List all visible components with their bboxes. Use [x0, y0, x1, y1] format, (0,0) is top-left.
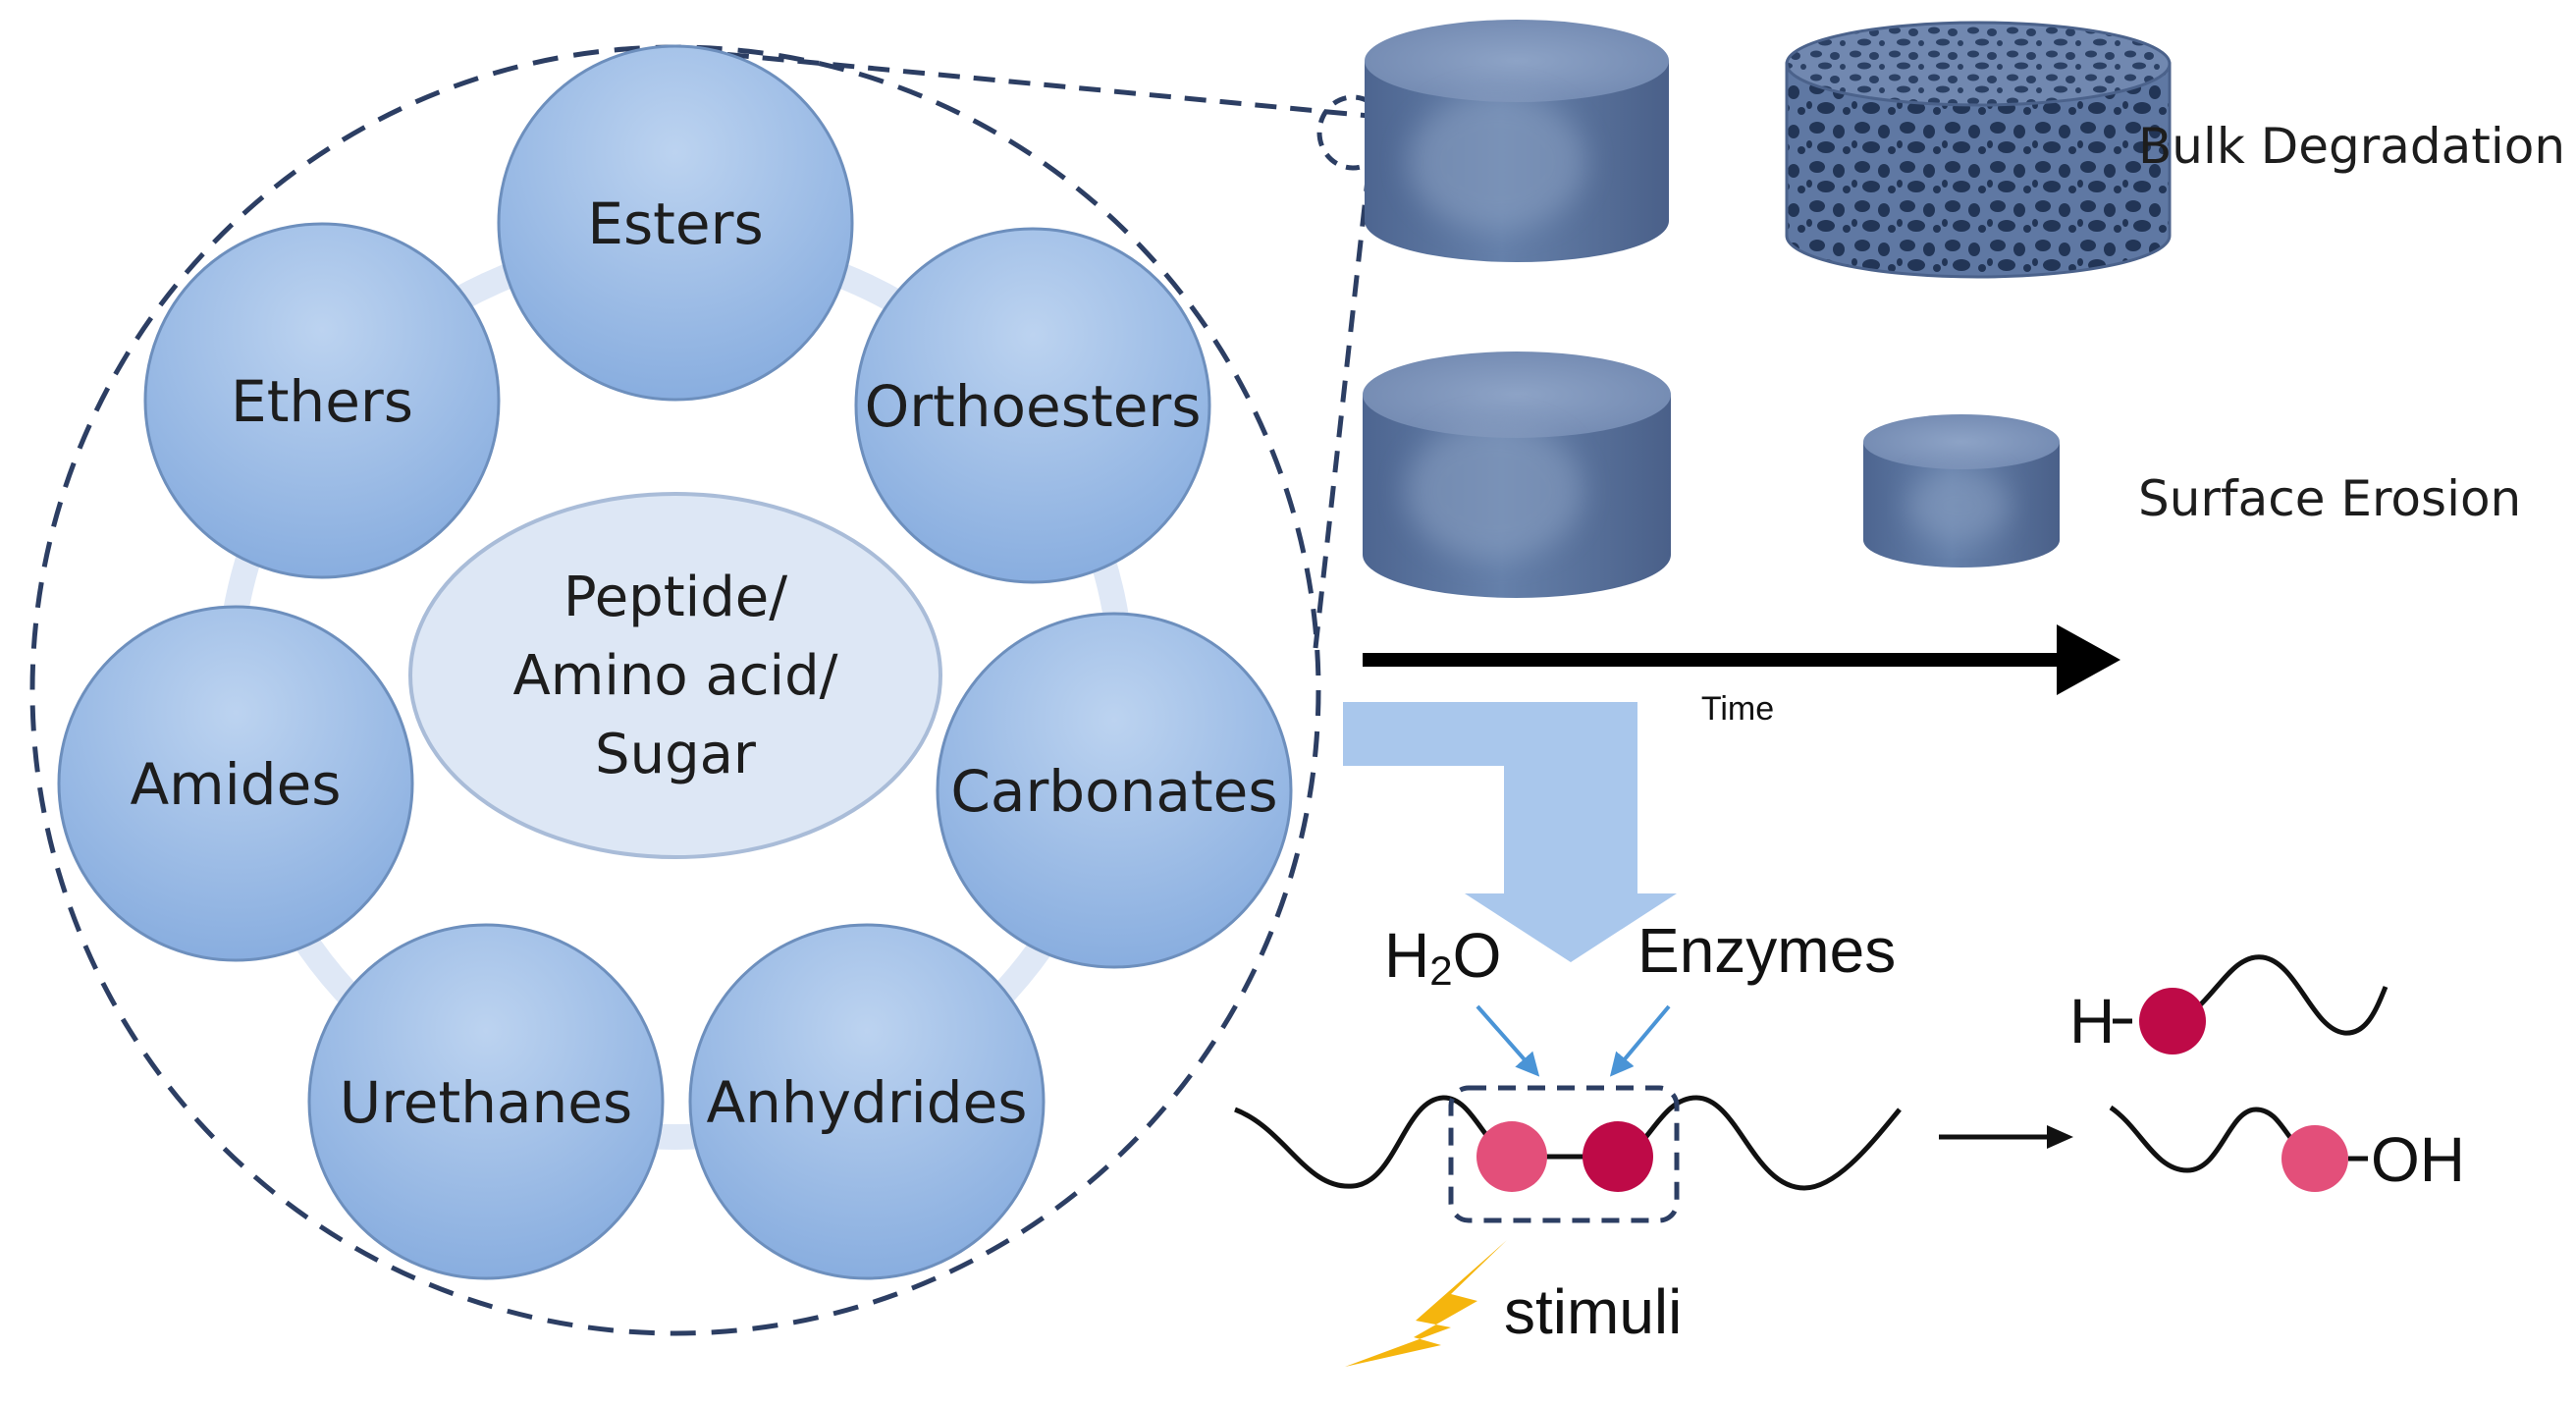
- product-1-chain: [2174, 954, 2388, 1036]
- bond-node-carbonates: Carbonates: [936, 612, 1293, 969]
- cleavage-site-box: [1448, 1085, 1680, 1223]
- surface-erosion-label: Surface Erosion: [2138, 470, 2521, 527]
- bond-node-urethanes: Urethanes: [307, 923, 665, 1280]
- product-h-label: H: [2069, 986, 2115, 1056]
- bond-label-orthoesters: Orthoesters: [865, 373, 1202, 440]
- bond-node-amides: Amides: [57, 605, 414, 962]
- time-label: Time: [1701, 690, 1774, 728]
- bond-label-amides: Amides: [130, 751, 341, 818]
- surface-eroded-cylinder: [1863, 414, 2060, 568]
- enzymes-label: Enzymes: [1637, 915, 1896, 986]
- pink-bead: [1476, 1121, 1547, 1192]
- bond-label-esters: Esters: [587, 190, 763, 257]
- degradation-modes-panel: Bulk Degradation Surface Erosion Time: [1363, 20, 2565, 728]
- bond-type-panel: Peptide/ Amino acid/ Sugar Esters Orthoe…: [29, 44, 1389, 1336]
- lightning-bolt-icon: [1345, 1240, 1507, 1367]
- bond-node-anhydrides: Anhydrides: [688, 923, 1046, 1280]
- bond-node-ethers: Ethers: [143, 222, 501, 579]
- product-oh-label: OH: [2371, 1124, 2465, 1195]
- bulk-initial-cylinder: [1365, 20, 1669, 262]
- product-2-chain: [2109, 1105, 2317, 1173]
- polymer-chain-right: [1617, 1095, 1902, 1191]
- bent-flow-arrow: [1343, 702, 1677, 962]
- zoom-line-top: [691, 48, 1370, 119]
- bond-node-esters: Esters: [497, 44, 854, 402]
- bond-label-urethanes: Urethanes: [340, 1069, 632, 1136]
- enzyme-attack-arrow: [1609, 1004, 1671, 1077]
- water-label: H2O: [1384, 920, 1501, 994]
- bond-node-orthoesters: Orthoesters: [854, 227, 1211, 584]
- bond-label-anhydrides: Anhydrides: [706, 1069, 1027, 1136]
- stimuli-label: stimuli: [1504, 1276, 1682, 1347]
- product-1-crimson-bead: [2139, 988, 2206, 1054]
- bond-label-ethers: Ethers: [231, 368, 413, 435]
- reaction-arrow: [1939, 1125, 2073, 1149]
- bulk-porous-cylinder: [1785, 21, 2172, 279]
- surface-initial-cylinder: [1363, 352, 1671, 598]
- center-ellipse: [408, 492, 942, 859]
- bulk-degradation-label: Bulk Degradation: [2138, 118, 2565, 175]
- cleavage-panel: H2O Enzymes stimuli H OH: [1234, 915, 2465, 1367]
- crimson-bead: [1583, 1121, 1653, 1192]
- time-arrow: [1363, 624, 2120, 695]
- bond-label-carbonates: Carbonates: [950, 758, 1277, 825]
- center-label-line3: Sugar: [595, 723, 757, 786]
- zoom-line-bottom: [1313, 161, 1372, 649]
- water-attack-arrow: [1476, 1004, 1540, 1077]
- product-2-pink-bead: [2281, 1125, 2348, 1192]
- center-label-line1: Peptide/: [564, 566, 787, 629]
- center-label-line2: Amino acid/: [512, 644, 837, 708]
- polymer-chain-left: [1234, 1095, 1513, 1189]
